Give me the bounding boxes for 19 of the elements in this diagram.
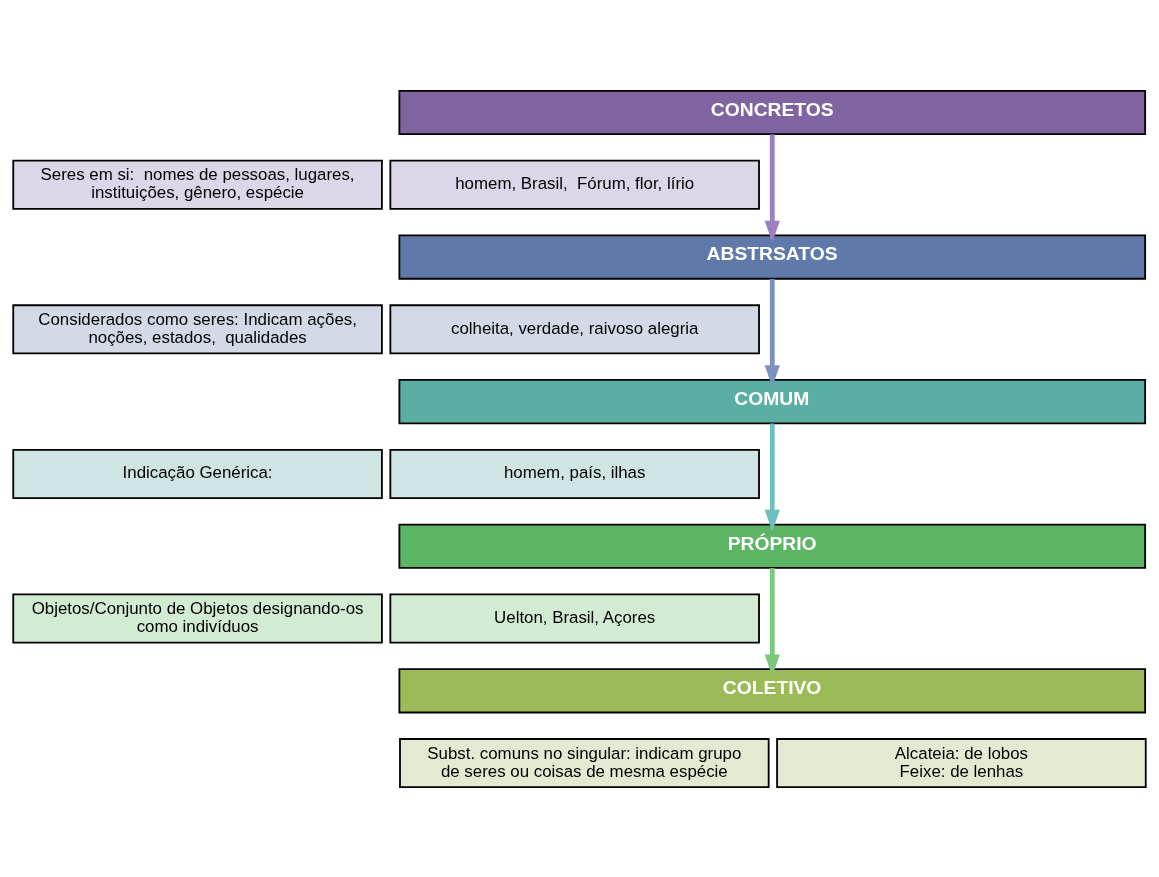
- node-box: Considerados como seres: Indicam ações, noções, estados, qualidades: [12, 303, 383, 354]
- node-box: Uelton, Brasil, Açores: [389, 593, 760, 643]
- node-box: Subst. comuns no singular: indicam grupo de seres ou coisas de mesma espécie: [399, 737, 770, 788]
- node-box: homem, país, ilhas: [389, 448, 760, 499]
- arrow: [764, 133, 780, 242]
- node-box: Objetos/Conjunto de Objetos designando-os como indivíduos: [12, 593, 383, 643]
- node-box: CONCRETOS: [398, 89, 1147, 135]
- arrow: [764, 278, 780, 387]
- node-box: COLETIVO: [398, 667, 1147, 713]
- node-box: PRÓPRIO: [398, 523, 1147, 569]
- node-box: ABSTRSATOS: [398, 234, 1147, 280]
- node-box: Seres em si: nomes de pessoas, lugares, instituições, gênero, espécie: [12, 159, 383, 210]
- node-box: Indicação Genérica:: [12, 448, 383, 499]
- node-box: Alcateia: de lobos Feixe: de lenhas: [776, 737, 1147, 788]
- node-box: COMUM: [398, 378, 1147, 424]
- node-box: colheita, verdade, raivoso alegria: [389, 303, 760, 354]
- node-box: homem, Brasil, Fórum, flor, lírio: [389, 159, 760, 210]
- arrow: [764, 567, 780, 676]
- arrow: [764, 423, 780, 532]
